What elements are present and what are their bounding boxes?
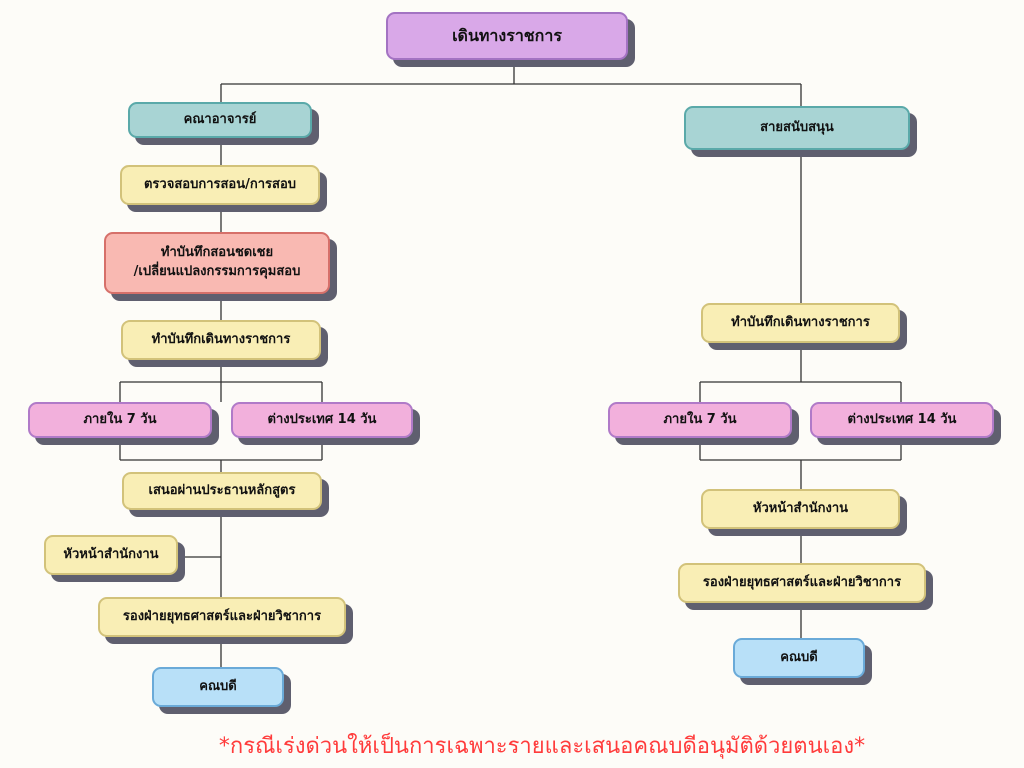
right-abroad-node: ต่างประเทศ 14 วัน bbox=[810, 402, 994, 438]
support-staff-label: สายสนับสนุน bbox=[760, 119, 834, 135]
makeup-label-2: /เปลี่ยนแปลงกรรมการคุมสอบ bbox=[133, 264, 301, 279]
connector-right-spine bbox=[699, 150, 902, 638]
left-head-node: หัวหน้าสำนักงาน bbox=[44, 535, 178, 575]
left-deputy-label: รองฝ่ายยุทธศาสตร์และฝ่ายวิชาการ bbox=[122, 608, 322, 624]
right-dean-label: คณบดี bbox=[780, 649, 818, 665]
right-dean-node: คณบดี bbox=[733, 638, 865, 678]
left-abroad-label: ต่างประเทศ 14 วัน bbox=[267, 411, 377, 427]
makeup-class-node: ทำบันทึกสอนชดเชย/เปลี่ยนแปลงกรรมการคุมสอ… bbox=[104, 232, 330, 294]
check-teaching-node: ตรวจสอบการสอน/การสอบ bbox=[120, 165, 320, 205]
faculty-label: คณาอาจารย์ bbox=[183, 111, 257, 127]
support-staff-node: สายสนับสนุน bbox=[684, 106, 910, 150]
right-record-label: ทำบันทึกเดินทางราชการ bbox=[731, 314, 870, 330]
right-head-label: หัวหน้าสำนักงาน bbox=[752, 500, 849, 516]
left-record-node: ทำบันทึกเดินทางราชการ bbox=[121, 320, 321, 360]
connector-title bbox=[220, 60, 802, 106]
left-abroad-node: ต่างประเทศ 14 วัน bbox=[231, 402, 413, 438]
right-head-node: หัวหน้าสำนักงาน bbox=[701, 489, 900, 529]
left-record-label: ทำบันทึกเดินทางราชการ bbox=[151, 331, 291, 347]
faculty-node: คณาอาจารย์ bbox=[128, 102, 312, 138]
left-domestic-label: ภายใน 7 วัน bbox=[83, 411, 157, 427]
title-label: เดินทางราชการ bbox=[452, 26, 562, 46]
right-domestic-label: ภายใน 7 วัน bbox=[663, 411, 737, 427]
title-node: เดินทางราชการ bbox=[386, 12, 628, 60]
right-deputy-node: รองฝ่ายยุทธศาสตร์และฝ่ายวิชาการ bbox=[678, 563, 926, 603]
footnote: *กรณีเร่งด่วนให้เป็นการเฉพาะรายและเสนอคณ… bbox=[218, 734, 866, 759]
left-domestic-node: ภายใน 7 วัน bbox=[28, 402, 212, 438]
propose-node: เสนอผ่านประธานหลักสูตร bbox=[122, 472, 322, 510]
right-domestic-node: ภายใน 7 วัน bbox=[608, 402, 792, 438]
left-dean-label: คณบดี bbox=[199, 678, 237, 694]
left-head-label: หัวหน้าสำนักงาน bbox=[63, 546, 159, 562]
right-record-node: ทำบันทึกเดินทางราชการ bbox=[701, 303, 900, 343]
check-teaching-label: ตรวจสอบการสอน/การสอบ bbox=[143, 176, 296, 192]
makeup-label-1: ทำบันทึกสอนชดเชย bbox=[160, 245, 274, 261]
left-deputy-node: รองฝ่ายยุทธศาสตร์และฝ่ายวิชาการ bbox=[98, 597, 346, 637]
right-deputy-label: รองฝ่ายยุทธศาสตร์และฝ่ายวิชาการ bbox=[702, 574, 902, 590]
right-abroad-label: ต่างประเทศ 14 วัน bbox=[847, 411, 957, 427]
left-dean-node: คณบดี bbox=[152, 667, 284, 707]
propose-label: เสนอผ่านประธานหลักสูตร bbox=[148, 482, 296, 498]
